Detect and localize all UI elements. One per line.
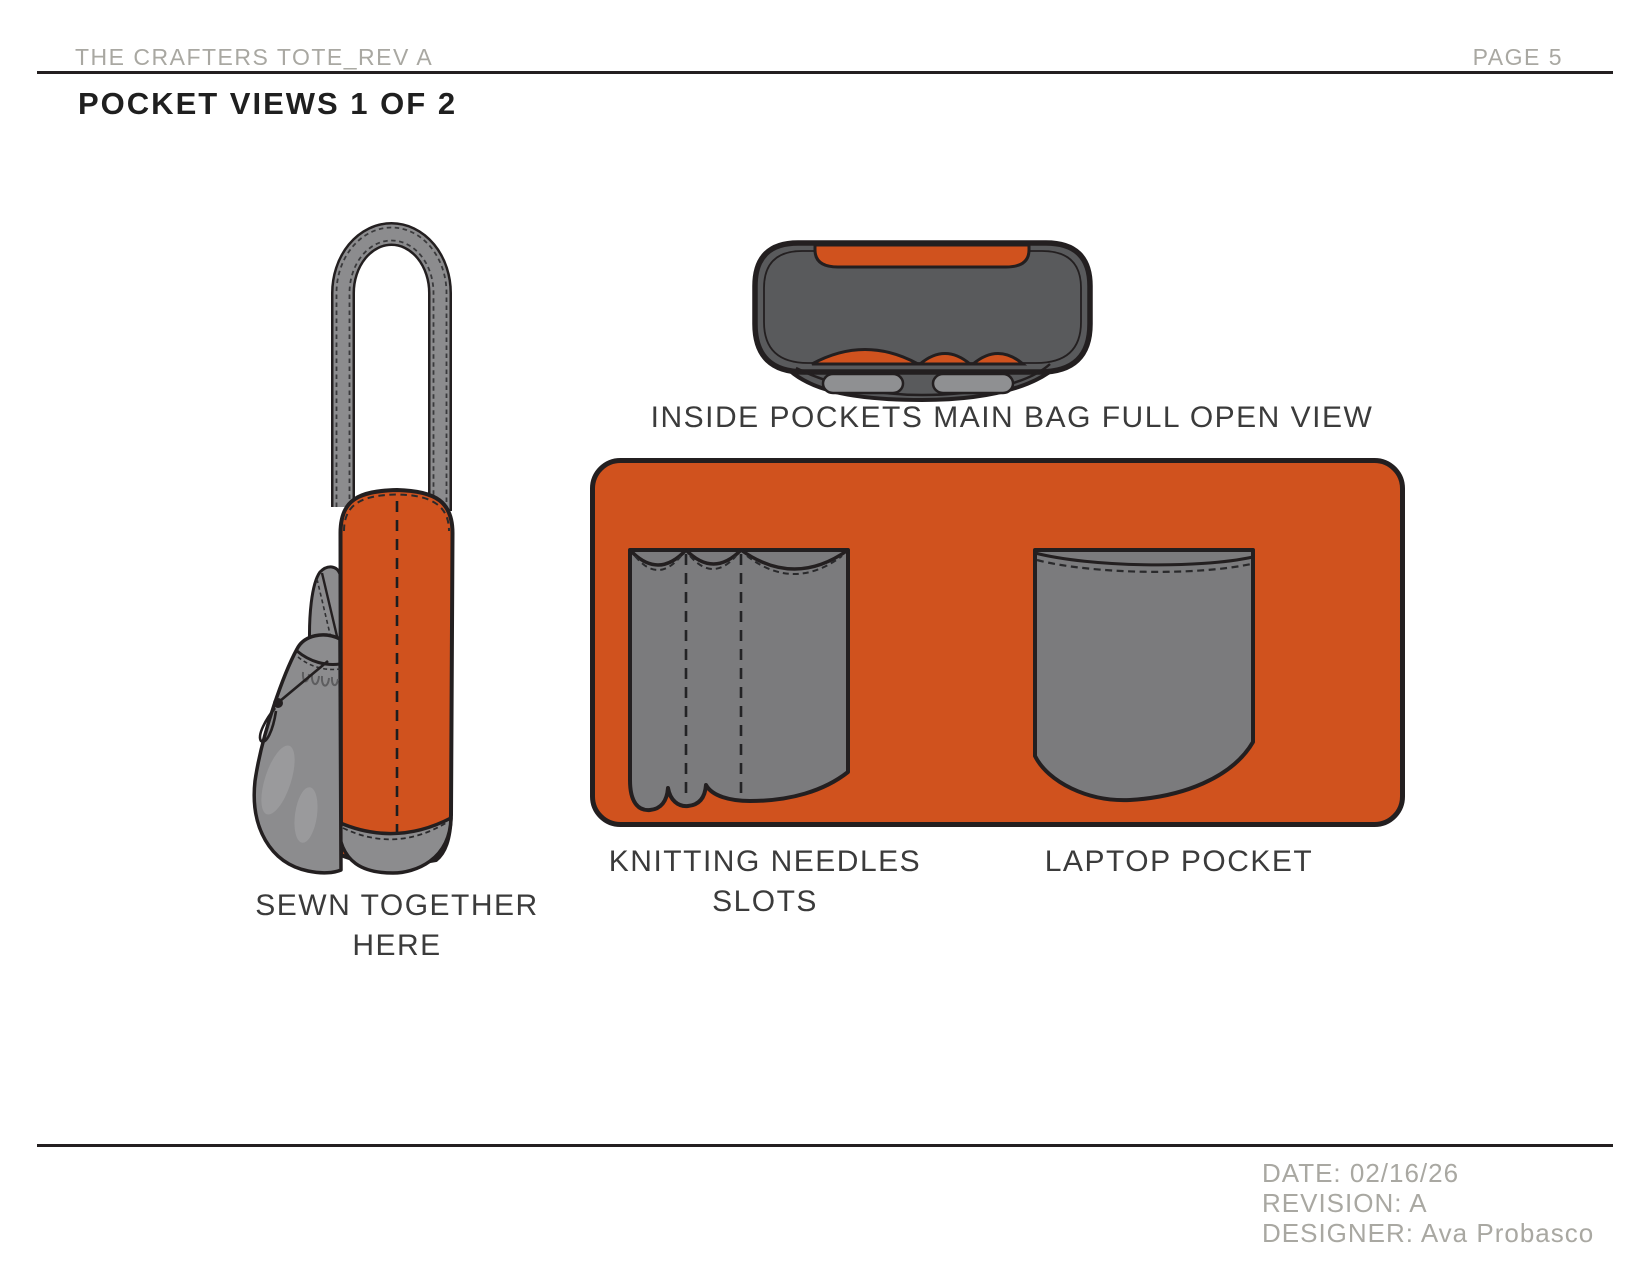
bag-bottom — [336, 816, 453, 875]
slot-divider-stitches — [684, 554, 743, 799]
header-rule — [37, 71, 1613, 74]
footer-rule — [37, 1144, 1613, 1147]
inner-rim-line — [763, 250, 1082, 364]
inside-pockets-panel-drawing — [590, 458, 1405, 827]
laptop-pocket — [1033, 548, 1255, 803]
title-block: DATE: 02/16/26 REVISION: A DESIGNER: Ava… — [1262, 1158, 1622, 1248]
knitting-needles-pocket — [628, 548, 850, 813]
drawstring-cord — [258, 660, 329, 743]
cord-loop — [258, 707, 278, 743]
tote-top-open-view-drawing — [752, 240, 1093, 402]
inside-wall-pocket — [813, 243, 1031, 269]
page-title: POCKET VIEWS 1 OF 2 — [78, 86, 458, 121]
inside-pocket-scallops — [811, 348, 1028, 366]
knitting-needles-label: KNITTING NEEDLES SLOTS — [565, 842, 965, 922]
sewn-together-label-line1: SEWN TOGETHER — [255, 889, 539, 922]
document-title: THE CRAFTERS TOTE_REV A — [75, 44, 434, 70]
date-field: DATE: 02/16/26 — [1262, 1158, 1460, 1188]
page-number: PAGE 5 — [1472, 44, 1563, 70]
outside-pocket-top-right — [931, 372, 1015, 395]
top-view-caption: INSIDE POCKETS MAIN BAG FULL OPEN VIEW — [650, 401, 1374, 434]
sewn-together-label: SEWN TOGETHER HERE — [197, 886, 597, 966]
side-panel — [338, 488, 455, 867]
strap — [331, 222, 452, 511]
drawstring-pocket — [252, 633, 343, 875]
designer-field: DESIGNER: Ava Probasco — [1262, 1218, 1595, 1248]
cord-toggle — [273, 698, 283, 708]
sewn-together-label-line2: HERE — [352, 929, 442, 962]
tote-side-view-drawing — [252, 222, 455, 875]
revision-field: REVISION: A — [1262, 1188, 1428, 1218]
outside-pocket-top-left — [821, 372, 905, 395]
knitting-needles-label-line1: KNITTING NEEDLES — [608, 845, 922, 878]
laptop-pocket-label: LAPTOP POCKET — [1044, 845, 1314, 878]
knitting-needles-label-line2: SLOTS — [712, 885, 818, 918]
